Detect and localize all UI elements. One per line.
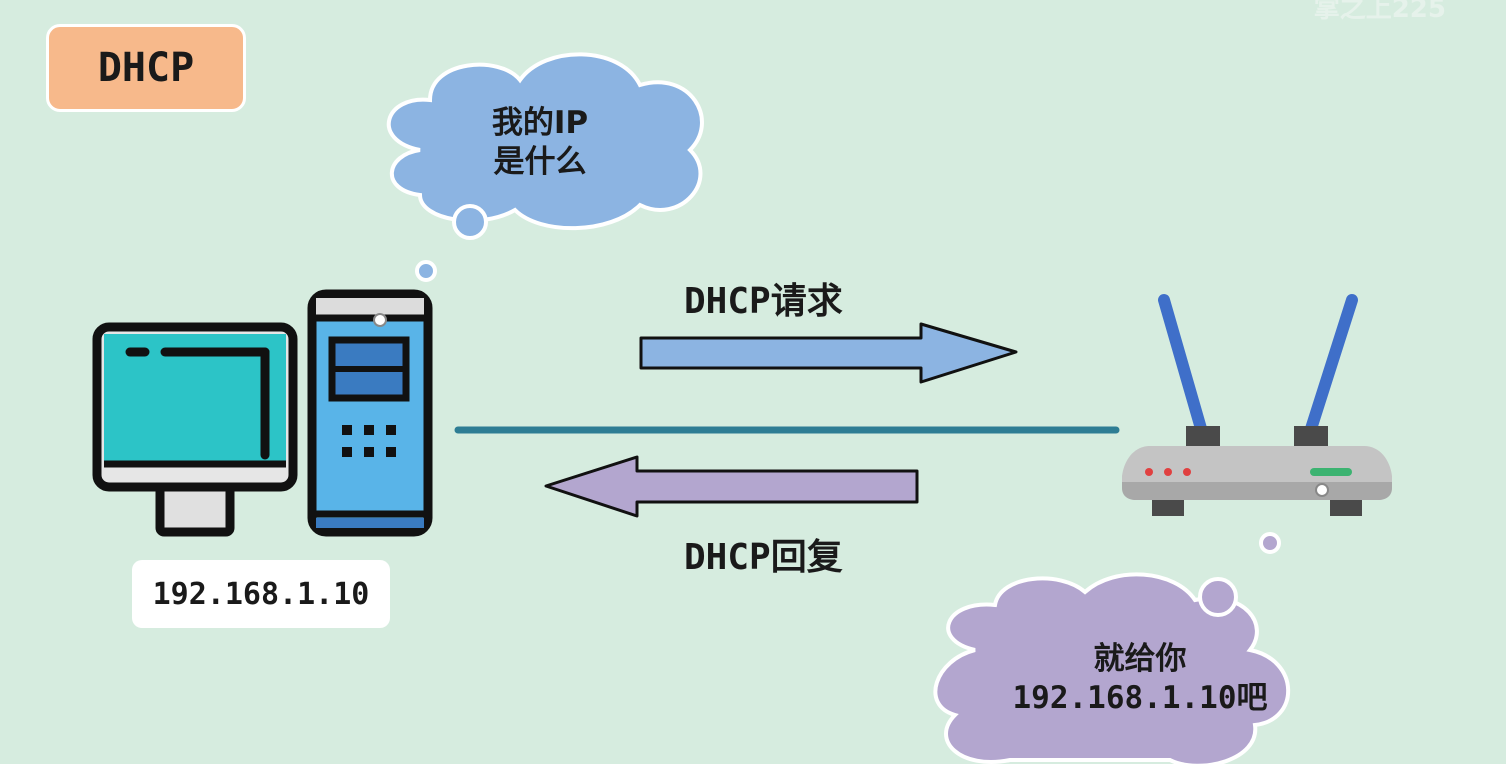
page-title: DHCP (46, 24, 246, 112)
client-thought-cloud (386, 52, 704, 282)
server-bubble-text: 就给你 192.168.1.10吧 (990, 640, 1290, 718)
computer-ip-label: 192.168.1.10 (132, 560, 390, 628)
request-arrow (639, 322, 1018, 384)
client-bubble-text: 我的IP 是什么 (470, 104, 610, 182)
monitor-icon (92, 322, 298, 537)
reply-arrow (544, 455, 919, 518)
pc-tower-icon (307, 289, 433, 537)
server-bubble-line1: 就给你 (1093, 641, 1187, 677)
client-bubble-line2: 是什么 (493, 143, 587, 180)
request-label: DHCP请求 (684, 281, 843, 322)
client-bubble-line1: 我的IP (491, 105, 589, 141)
server-thought-cloud (933, 532, 1291, 764)
router-icon (1122, 294, 1392, 516)
watermark: 掌之上225 (1313, 0, 1446, 24)
server-bubble-line2: 192.168.1.10吧 (1012, 679, 1268, 716)
reply-label: DHCP回复 (684, 537, 843, 578)
